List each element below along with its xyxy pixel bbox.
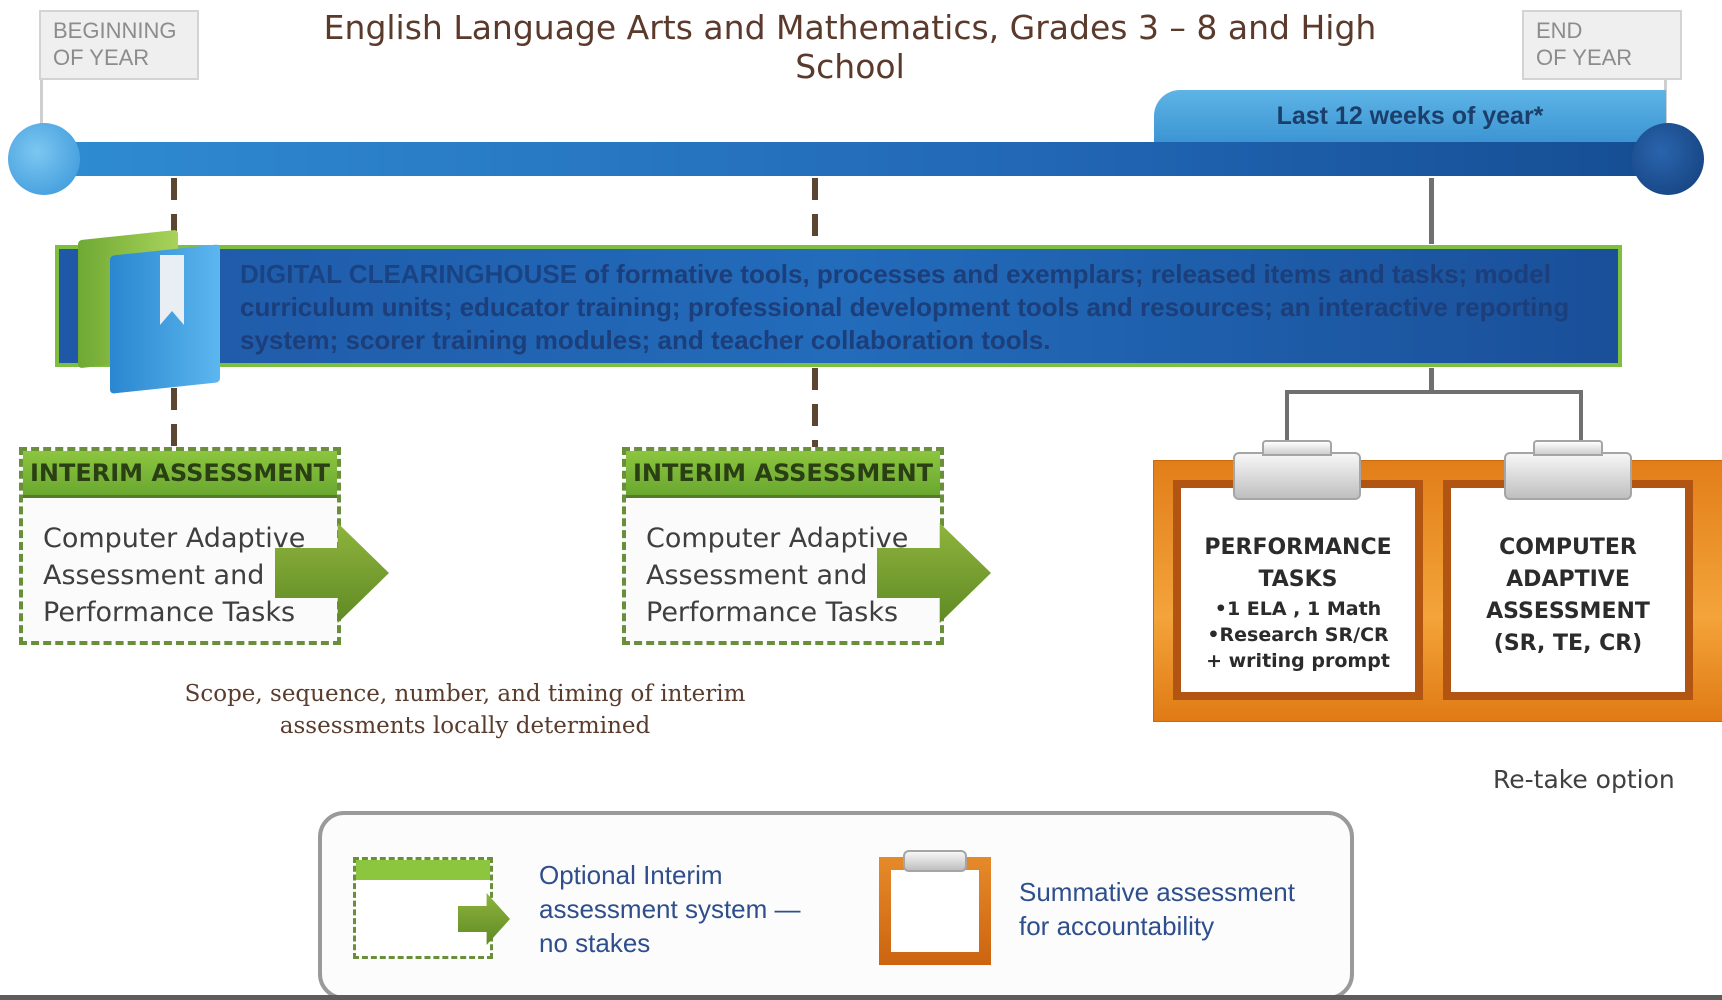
interim-assessment-body-2: Computer Adaptive Assessment and Perform… [626,498,940,631]
cat-title-2: ADAPTIVE [1506,567,1630,592]
begin-flag-line1: BEGINNING [53,18,177,43]
scope-note-line1: Scope, sequence, number, and timing of i… [184,681,746,707]
cat-clipboard-top-icon [1533,440,1603,456]
interim-1-line2: Assessment and [43,560,265,591]
interim-2-line3: Performance Tasks [646,597,899,628]
timeline-bar [40,142,1666,176]
connector-dashed-1-top [171,178,177,244]
digital-clearinghouse-text: DIGITAL CLEARINGHOUSE of formative tools… [240,258,1610,357]
last-12-weeks-label: Last 12 weeks of year* [1154,90,1666,144]
legend-interim-line3: no stakes [539,928,651,958]
end-flag-line1: END [1536,18,1583,43]
interim-2-line2: Assessment and [646,560,868,591]
performance-clipboard-clip-icon [1233,452,1361,500]
scope-note-line2: assessments locally determined [279,713,651,739]
cat-title-3: ASSESSMENT [1486,599,1650,624]
legend-interim-icon [353,857,493,959]
retake-option-label: Re-take option [1493,765,1675,794]
bottom-rule [0,995,1722,1000]
connector-solid-bottom [1429,368,1434,390]
legend-interim-line1: Optional Interim [539,860,723,890]
legend-summative-icon-inner [891,870,979,952]
interim-2-line1: Computer Adaptive [646,523,909,554]
cat-title-4: (SR, TE, CR) [1493,631,1643,656]
legend-interim-line2: assessment system — [539,894,801,924]
performance-title-1: PERFORMANCE [1204,535,1392,560]
performance-bullet-1: •1 ELA , 1 Math [1214,598,1382,620]
connector-dashed-2-top [812,178,818,244]
beginning-of-year-flag: BEGINNING OF YEAR [39,10,199,80]
legend-interim-icon-header [356,860,490,880]
legend-summative-text: Summative assessment for accountability [1019,875,1295,943]
interim-assessment-box-1: INTERIM ASSESSMENT Computer Adaptive Ass… [19,447,341,645]
summative-bracket [1285,390,1583,454]
begin-flag-pole [40,78,43,148]
legend-clipboard-clip-icon [903,850,967,872]
clearinghouse-description: of formative tools, processes and exempl… [240,259,1570,355]
computer-adaptive-card: COMPUTER ADAPTIVE ASSESSMENT (SR, TE, CR… [1443,480,1693,700]
begin-flag-line2: OF YEAR [53,45,150,70]
legend-summative-line2: for accountability [1019,911,1215,941]
interim-assessment-box-2: INTERIM ASSESSMENT Computer Adaptive Ass… [622,447,944,645]
interim-assessment-header-1: INTERIM ASSESSMENT [23,451,337,498]
diagram-title: English Language Arts and Mathematics, G… [323,8,1377,86]
timeline-end-node [1632,123,1704,195]
interim-1-line1: Computer Adaptive [43,523,306,554]
performance-bullet-3: + writing prompt [1206,650,1390,672]
interim-assessment-body-1: Computer Adaptive Assessment and Perform… [23,498,337,631]
clearinghouse-lead: DIGITAL CLEARINGHOUSE [240,259,578,289]
interim-1-line3: Performance Tasks [43,597,296,628]
legend-summative-line1: Summative assessment [1019,877,1295,907]
performance-clipboard-top-icon [1262,440,1332,456]
cat-title-1: COMPUTER [1499,535,1637,560]
performance-title-2: TASKS [1258,567,1338,592]
legend-interim-text: Optional Interim assessment system — no … [539,858,801,960]
connector-dashed-1-bottom [171,388,177,448]
timeline-start-node [8,123,80,195]
performance-bullet-2: •Research SR/CR [1207,624,1389,646]
connector-dashed-2-bottom [812,368,818,448]
end-flag-line2: OF YEAR [1536,45,1633,70]
performance-tasks-card: PERFORMANCE TASKS •1 ELA , 1 Math •Resea… [1173,480,1423,700]
end-of-year-flag: END OF YEAR [1522,10,1682,80]
interim-assessment-header-2: INTERIM ASSESSMENT [626,451,940,498]
cat-clipboard-clip-icon [1504,452,1632,500]
connector-solid-top [1429,178,1434,244]
interim-scope-note: Scope, sequence, number, and timing of i… [150,678,780,742]
digital-clearinghouse-band [55,245,1622,367]
